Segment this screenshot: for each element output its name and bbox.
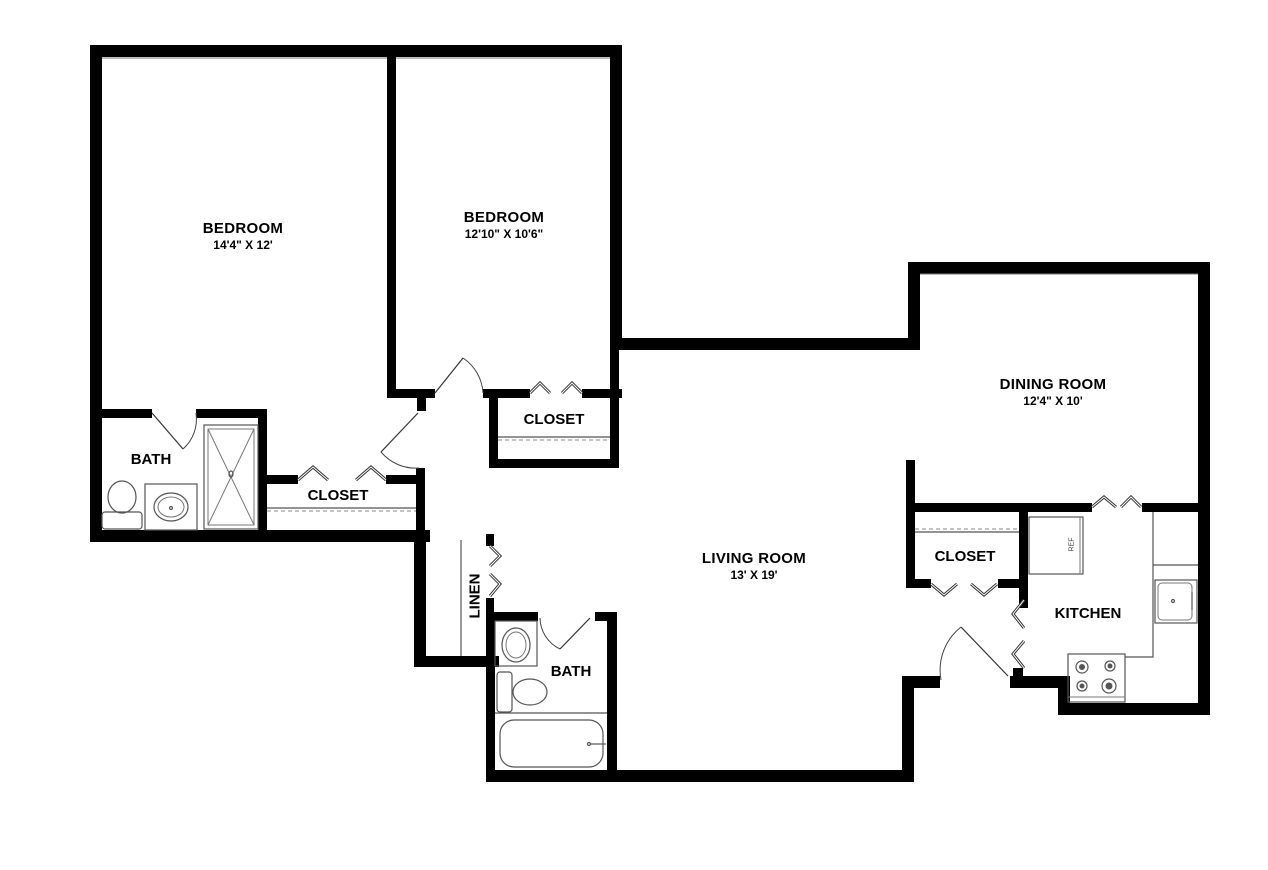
sink-icon bbox=[153, 492, 189, 522]
toilet-icon bbox=[107, 480, 137, 514]
room-name: LIVING ROOM bbox=[701, 550, 807, 567]
vanity-icon bbox=[494, 620, 538, 667]
sink-icon bbox=[501, 627, 531, 663]
room-name: DINING ROOM bbox=[999, 376, 1107, 393]
bath-2-fixtures bbox=[494, 620, 606, 768]
stove-icon bbox=[1067, 653, 1126, 703]
toilet-icon bbox=[512, 678, 548, 706]
walls bbox=[90, 45, 1210, 782]
room-dimensions: 12'10" X 10'6" bbox=[464, 227, 544, 241]
room-dimensions: 12'4" X 10' bbox=[1023, 394, 1083, 408]
room-label-kitchen: KITCHEN bbox=[1054, 605, 1122, 622]
room-name: BEDROOM bbox=[202, 220, 284, 237]
room-label-living-room: LIVING ROOM 13' X 19' bbox=[702, 550, 806, 582]
toilet-tank-icon bbox=[101, 511, 143, 530]
refrigerator-label: REF bbox=[1068, 537, 1076, 552]
room-label-bath-1: BATH bbox=[130, 451, 172, 468]
room-label-closet-1: CLOSET bbox=[307, 487, 369, 504]
door-kitchen bbox=[960, 626, 1009, 677]
room-dimensions: 13' X 19' bbox=[730, 568, 778, 582]
vanity-icon bbox=[144, 483, 198, 531]
door-bedroom-1 bbox=[380, 412, 419, 453]
inner-lines bbox=[102, 57, 1198, 714]
toilet-tank-icon bbox=[496, 671, 513, 713]
kitchen-fixtures bbox=[1028, 516, 1198, 703]
room-label-closet-3: CLOSET bbox=[934, 548, 996, 565]
room-label-bedroom-2: BEDROOM 12'10" X 10'6" bbox=[464, 209, 544, 241]
door-bedroom-2 bbox=[434, 357, 464, 394]
room-dimensions: 14'4" X 12' bbox=[213, 238, 273, 252]
shower-icon bbox=[203, 424, 259, 530]
refrigerator-icon bbox=[1028, 516, 1084, 575]
doors bbox=[151, 357, 1143, 681]
room-label-linen: LINEN bbox=[466, 573, 484, 619]
door-bath-1 bbox=[151, 412, 184, 450]
door-bath-2 bbox=[559, 617, 591, 650]
kitchen-sink-icon bbox=[1154, 579, 1198, 624]
room-label-bath-2: BATH bbox=[550, 663, 592, 680]
room-label-dining-room: DINING ROOM 12'4" X 10' bbox=[1000, 376, 1107, 408]
room-name: BEDROOM bbox=[463, 209, 545, 226]
room-label-bedroom-1: BEDROOM 14'4" X 12' bbox=[203, 220, 283, 252]
room-label-closet-2: CLOSET bbox=[523, 411, 585, 428]
bath-1-fixtures bbox=[101, 424, 259, 531]
